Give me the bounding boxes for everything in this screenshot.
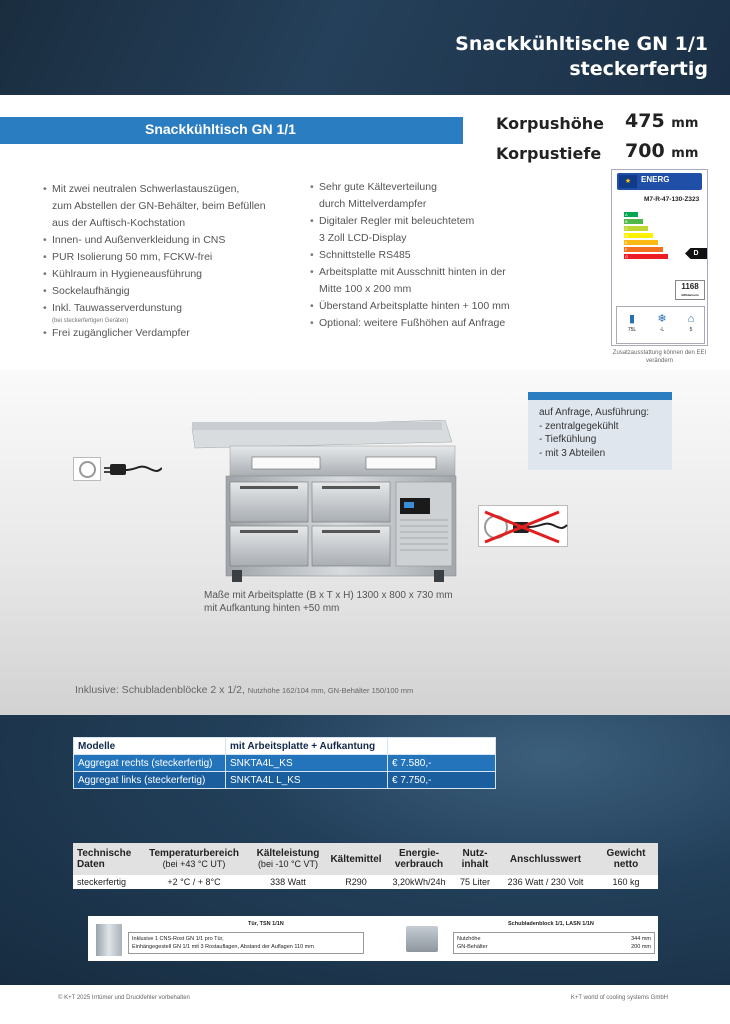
feature-item: Sockelaufhängig <box>43 283 303 300</box>
dimension-caption-line1: Maße mit Arbeitsplatte (B x T x H) 1300 … <box>204 590 453 601</box>
features-right-list: Sehr gute Kälteverteilung durch Mittelve… <box>310 179 550 332</box>
drawer-block-title: Schubladenblock 1/1, LASN 1/1N <box>508 921 594 927</box>
dimension-label-height: Korpushöhe <box>496 114 604 133</box>
dimension-value-depth: 700 mm <box>625 140 699 162</box>
table-cell: 236 Watt / 230 Volt <box>497 875 594 889</box>
energy-class-bar: E <box>624 240 658 245</box>
table-row: Aggregat rechts (steckerfertig) SNKTA4L_… <box>73 754 496 772</box>
energy-label: ★ ENERG M7-R-47-130-Z323 A B C D E F G D… <box>611 169 708 346</box>
table-header: Kältemittel <box>327 843 385 875</box>
header-banner: Snackkühltische GN 1/1 steckerfertig <box>0 0 730 95</box>
dimension-label-depth: Korpustiefe <box>496 144 602 163</box>
snowflake-icon: ❄-L <box>657 313 667 333</box>
section-title-bar: Snackkühltisch GN 1/1 <box>0 117 463 144</box>
energy-label-header: ★ ENERG <box>617 173 702 190</box>
page-title-line1: Snackkühltische GN 1/1 <box>455 33 708 55</box>
socket-icon <box>73 457 101 481</box>
table-cell: steckerfertig <box>73 875 139 889</box>
dimension-caption-line2: mit Aufkantung hinten +50 mm <box>204 603 340 614</box>
on-request-box: auf Anfrage, Ausführung: - zentralgegekü… <box>528 392 672 470</box>
eu-flag-icon: ★ <box>619 175 637 188</box>
table-header: Nutz-inhalt <box>453 843 497 875</box>
section-title: Snackkühltisch GN 1/1 <box>145 121 296 137</box>
table-header: Anschlusswert <box>497 843 594 875</box>
energy-label-brand: ENERG <box>641 175 670 184</box>
dimension-value-height: 475 mm <box>625 110 699 132</box>
table-header <box>387 737 496 755</box>
energy-label-note: Zusatzausstattung können den EEI verände… <box>612 350 707 364</box>
table-row: steckerfertig +2 °C / + 8°C 338 Watt R29… <box>73 875 658 889</box>
table-cell: 3,20kWh/24h <box>385 875 453 889</box>
table-cell: Aggregat rechts (steckerfertig) <box>73 754 226 772</box>
energy-class-bar: F <box>624 247 663 252</box>
feature-item: Optional: weitere Fußhöhen auf Anfrage <box>310 315 550 332</box>
energy-class-bar: C <box>624 226 648 231</box>
footer-company: K+T world of cooling systems GmbH <box>570 995 668 1001</box>
table-header: Modelle <box>73 737 226 755</box>
feature-item: PUR Isolierung 50 mm, FCKW-frei <box>43 249 303 266</box>
table-header: Kälteleistung(bei -10 °C VT) <box>249 843 327 875</box>
feature-item: Arbeitsplatte mit Ausschnitt hinten in d… <box>310 264 550 298</box>
energy-consumption-box: 1168 kWh/annum <box>675 280 705 300</box>
table-header: Energie-verbrauch <box>385 843 453 875</box>
table-cell: R290 <box>327 875 385 889</box>
feature-item: Digitaler Regler mit beleuchtetem 3 Zoll… <box>310 213 550 247</box>
energy-label-model-code: M7-R-47-130-Z323 <box>644 196 700 203</box>
inclusive-note: Inklusive: Schubladenblöcke 2 x 1/2, Nut… <box>75 684 414 696</box>
door-image <box>96 924 122 956</box>
feature-item: Kühlraum in Hygieneausführung <box>43 266 303 283</box>
feature-item: Schnittstelle RS485 <box>310 247 550 264</box>
volume-icon: ▮75L <box>627 313 637 333</box>
plug-cord-icon <box>104 464 162 475</box>
on-request-item: - mit 3 Abteilen <box>539 447 606 459</box>
product-image <box>191 420 457 582</box>
table-cell: 75 Liter <box>453 875 497 889</box>
table-header: mit Arbeitsplatte + Aufkantung <box>225 737 388 755</box>
table-cell: Aggregat links (steckerfertig) <box>73 771 226 789</box>
door-title: Tür, TSN 1/1N <box>248 921 284 927</box>
table-cell: 160 kg <box>594 875 658 889</box>
feature-item: Innen- und Außenverkleidung in CNS <box>43 232 303 249</box>
footer: © K+T 2025 Irrtümer und Druckfehler vorb… <box>0 985 730 1024</box>
on-request-item: - Tiefkühlung <box>539 434 597 445</box>
table-cell: SNKTA4L L_KS <box>225 771 388 789</box>
table-cell: SNKTA4L_KS <box>225 754 388 772</box>
accessories-panel: Tür, TSN 1/1N Inklusive 1 CNS-Rost GN 1/… <box>88 916 658 961</box>
feature-item: Mit zwei neutralen Schwerlastauszügen, z… <box>43 181 303 232</box>
energy-label-icons: ▮75L ❄-L ⌂5 <box>616 306 705 344</box>
energy-class-bar: B <box>624 219 643 224</box>
technical-data-table: Technische Daten Temperaturbereich(bei +… <box>73 843 658 889</box>
feature-item: Sehr gute Kälteverteilung durch Mittelve… <box>310 179 550 213</box>
climate-class-icon: ⌂5 <box>687 313 695 333</box>
feature-item: Überstand Arbeitsplatte hinten + 100 mm <box>310 298 550 315</box>
no-plug-icon <box>478 505 568 547</box>
table-cell: 338 Watt <box>249 875 327 889</box>
door-description: Inklusive 1 CNS-Rost GN 1/1 pro Tür, Ein… <box>128 932 364 954</box>
energy-class-indicator: D <box>685 248 707 259</box>
energy-class-bar: D <box>624 233 653 238</box>
table-cell: € 7.580,- <box>387 754 496 772</box>
table-cell: +2 °C / + 8°C <box>139 875 249 889</box>
on-request-item: - zentralgegekühlt <box>539 420 619 432</box>
table-row: Aggregat links (steckerfertig) SNKTA4L L… <box>73 771 496 789</box>
page-title-line2: steckerfertig <box>569 58 708 80</box>
energy-class-bar: G <box>624 254 668 259</box>
table-cell: € 7.750,- <box>387 771 496 789</box>
feature-item: Inkl. Tauwasserverdunstung (bei steckerf… <box>43 300 303 325</box>
on-request-title: auf Anfrage, Ausführung: <box>539 407 650 418</box>
footer-copyright: © K+T 2025 Irrtümer und Druckfehler vorb… <box>58 995 190 1001</box>
feature-item: Frei zugänglicher Verdampfer <box>43 325 303 342</box>
table-header: Gewicht netto <box>594 843 658 875</box>
drawer-block-image <box>406 926 438 952</box>
energy-class-bar: A <box>624 212 638 217</box>
table-header: Technische Daten <box>73 843 139 875</box>
table-header: Temperaturbereich(bei +43 °C UT) <box>139 843 249 875</box>
features-left-list: Mit zwei neutralen Schwerlastauszügen, z… <box>43 181 303 342</box>
price-table: Modelle mit Arbeitsplatte + Aufkantung A… <box>73 737 496 789</box>
